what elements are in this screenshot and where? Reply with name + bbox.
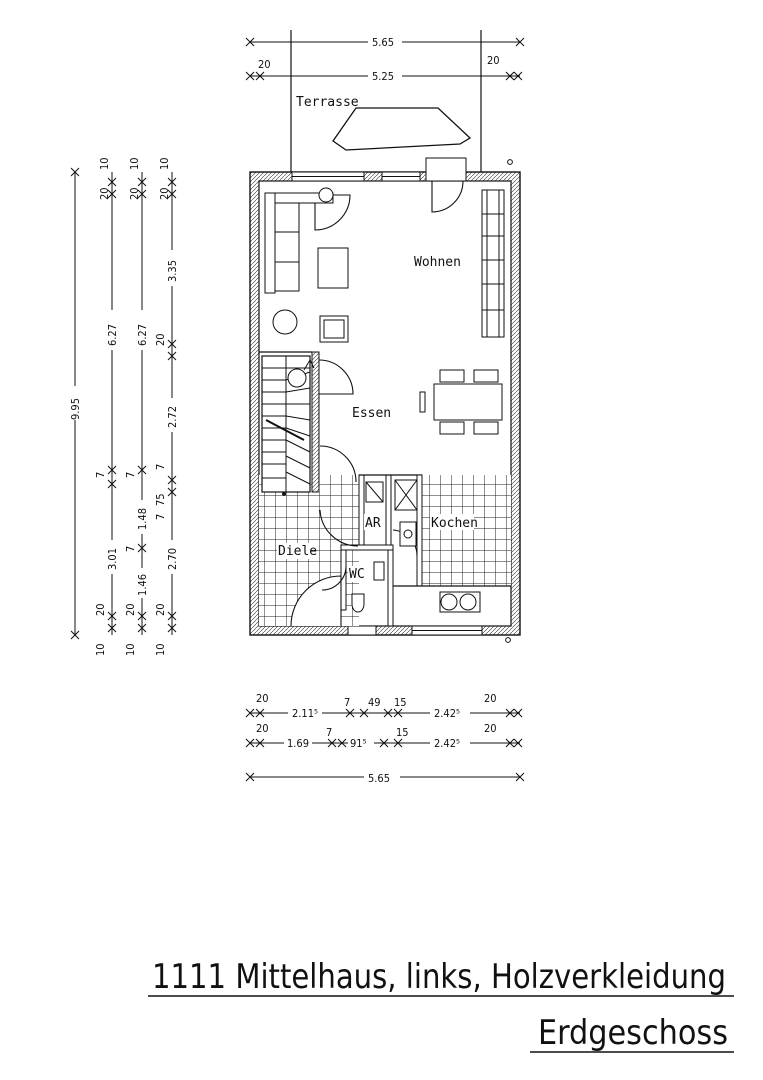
dim-left-c3-top10: 10 <box>158 157 171 170</box>
dim-left-c3-mid20: 20 <box>154 333 167 346</box>
dim-left-c1-top20: 20 <box>98 187 111 200</box>
dim-left-c3-7b: 7 <box>154 514 167 520</box>
dim-left-c2-7a: 7 <box>124 472 137 478</box>
dim-left-c3-bottom10: 10 <box>154 643 167 656</box>
dim-left-c3-top20: 20 <box>158 187 171 200</box>
dim-bottom-r2-7: 7 <box>326 726 332 739</box>
dim-left-c1-bottom10: 10 <box>94 643 107 656</box>
room-label-terrasse: Terrasse <box>296 95 359 110</box>
dim-left-c1-301: 3.01 <box>106 548 119 570</box>
terrace-furniture <box>332 107 472 151</box>
dim-bottom-r1-7: 7 <box>344 696 350 709</box>
dim-bottom-r1-20a: 20 <box>256 692 269 705</box>
room-labels: Wohnen Essen AR Kochen Diele WC <box>277 255 478 582</box>
dim-bottom-r2-15: 15 <box>396 726 409 739</box>
left-dimensions: 9.95 10 20 6.27 7 3.01 20 10 10 20 6.27 <box>66 157 180 656</box>
dim-left-c2-top20: 20 <box>128 187 141 200</box>
dim-bottom-r1-2115: 2.11⁵ <box>292 707 318 720</box>
room-label-essen: Essen <box>352 406 391 421</box>
dim-left-c3-75: 75 <box>154 493 167 506</box>
dim-bottom-r2-20b: 20 <box>484 722 497 735</box>
dim-bottom-total: 5.65 <box>368 772 390 785</box>
door-swing-living-top <box>314 194 351 231</box>
dim-left-c2-7b: 7 <box>124 546 137 552</box>
room-label-wc: WC <box>349 567 365 582</box>
dim-bottom-r1-20b: 20 <box>484 692 497 705</box>
room-label-kochen: Kochen <box>431 516 478 531</box>
dim-bottom-r1-2425: 2.42⁵ <box>434 707 460 720</box>
dim-left-c2-top10: 10 <box>128 157 141 170</box>
dim-bottom-r1-15: 15 <box>394 696 407 709</box>
dim-left-c2-627: 6.27 <box>136 324 149 346</box>
door-swing-diele <box>319 445 357 483</box>
dim-left-c2-bottom10: 10 <box>124 643 137 656</box>
terrace: Terrasse <box>290 30 513 172</box>
door-swing-wc <box>321 565 347 591</box>
dim-left-c3-272: 2.72 <box>166 406 179 428</box>
dim-bottom-r2-915: 91⁵ <box>350 737 367 750</box>
dim-left-c2-146: 1.46 <box>136 574 149 596</box>
bottom-dimensions: 20 2.11⁵ 7 49 15 2.42⁵ 20 20 1.69 7 91⁵ … <box>245 692 525 785</box>
dim-left-c3-335: 3.35 <box>166 260 179 282</box>
door-swing-entrance <box>290 575 342 627</box>
dim-top-inner: 5.25 <box>372 70 394 83</box>
drawing-subtitle: Erdgeschoss <box>538 1013 728 1053</box>
dim-bottom-r1-49: 49 <box>368 696 381 709</box>
dim-top-left-wall: 20 <box>258 58 271 71</box>
dim-bottom-r2-169: 1.69 <box>287 737 309 750</box>
room-label-wohnen: Wohnen <box>414 255 461 270</box>
dim-top-right-wall: 20 <box>487 54 500 67</box>
top-dimensions: 5.65 5.25 20 20 <box>245 34 525 83</box>
dim-left-c2-148: 1.48 <box>136 508 149 530</box>
dim-left-c3-bottom20: 20 <box>154 603 167 616</box>
dim-bottom-r2-2425: 2.42⁵ <box>434 737 460 750</box>
dim-left-c2-bottom20: 20 <box>124 603 137 616</box>
dim-left-c3-7a: 7 <box>154 464 167 470</box>
door-swing-terrace <box>431 180 464 213</box>
dim-left-c1-top10: 10 <box>98 157 111 170</box>
dim-bottom-r2-20a: 20 <box>256 722 269 735</box>
dim-top-total: 5.65 <box>372 36 394 49</box>
dim-left-c1-7: 7 <box>94 472 107 478</box>
door-swing-stair <box>318 359 354 395</box>
furniture <box>264 187 505 613</box>
room-label-ar: AR <box>365 516 381 531</box>
dim-left-total: 9.95 <box>69 398 82 420</box>
dim-left-c3-270: 2.70 <box>166 548 179 570</box>
dim-left-c1-627: 6.27 <box>106 324 119 346</box>
drawing-title: 1111 Mittelhaus, links, Holzverkleidung <box>152 957 726 997</box>
title-block: 1111 Mittelhaus, links, Holzverkleidung … <box>148 957 734 1053</box>
door-swing-ar <box>319 509 359 547</box>
dim-left-c1-bottom20: 20 <box>94 603 107 616</box>
doors <box>290 180 464 627</box>
interior-walls <box>259 351 511 627</box>
staircase <box>261 355 315 496</box>
room-label-diele: Diele <box>278 544 317 559</box>
